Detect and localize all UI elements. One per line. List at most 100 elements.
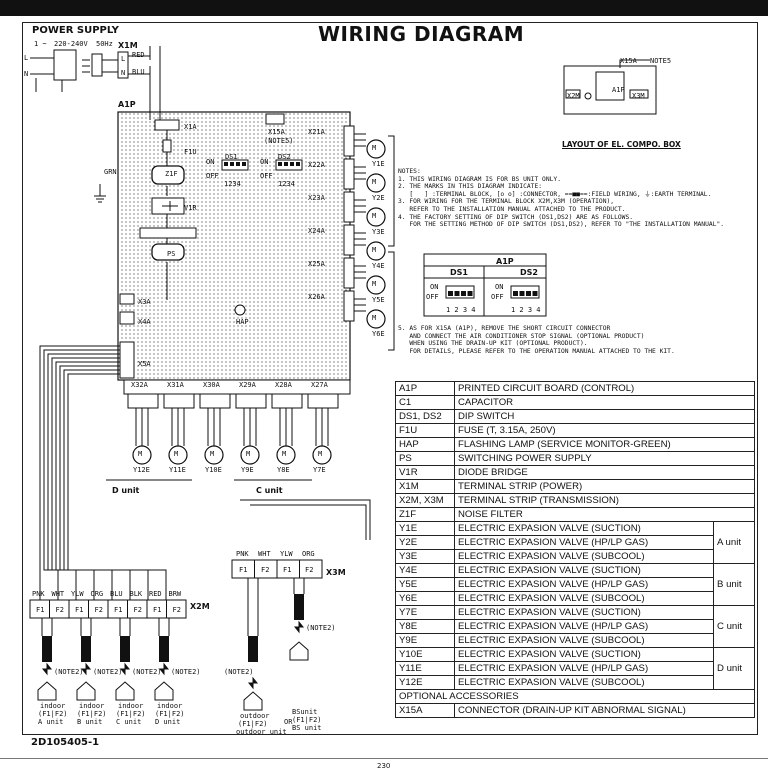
valve-motor-y3e [366,207,386,227]
valve-motor-y12e [132,445,152,465]
x1m-blu: BLU [132,68,145,76]
terminal-f: F1 [283,566,292,574]
x5a-connector [119,341,135,379]
or-label: OR [284,718,293,726]
valve-label-y4e: Y4E [372,262,385,270]
phase-label: 1 ~ [34,40,47,48]
x15a-label: X15A [268,128,285,136]
field-wire [158,618,170,636]
terminal-f: F2 [94,606,103,614]
legend-code: Y4E [395,563,455,578]
motor-m: M [372,144,377,152]
wire-color-wht: WHT [51,590,65,598]
layout-x2m: X2M [567,92,580,100]
legend-desc: ELECTRIC EXPASION VALVE (SUCTION) [454,521,714,536]
legend-desc: DIP SWITCH [454,409,755,424]
valve-label-y10e: Y10E [205,466,222,474]
dip-toggle [461,291,466,296]
legend-code: X1M [395,479,455,494]
terminal-f: F1 [239,566,248,574]
layout-x2m [565,89,581,99]
valve-motor-y6e [366,309,386,329]
indoor-f: (F1|F2) [155,710,185,718]
legend-desc: CAPACITOR [454,395,755,410]
transmission-wire [63,369,149,600]
x3m-wire-org: ORG [302,550,315,558]
valve-label-y6e: Y6E [372,330,385,338]
arrow-down [41,662,53,676]
legend-desc: ELECTRIC EXPASION VALVE (HP/LP GAS) [454,535,714,550]
wire-color-org: ORG [90,590,104,598]
dip-ds2: DS2 [520,268,538,277]
field-wiring-marker [42,636,52,662]
layout-title: LAYOUT OF EL. COMPO. BOX [562,140,681,149]
legend-code: Y10E [395,647,455,662]
legend-desc: ELECTRIC EXPASION VALVE (HP/LP GAS) [454,619,714,634]
dip-table-grid [424,265,546,316]
diode-symbol [162,201,178,211]
legend-unit: D unit [713,647,755,690]
note5-line: FOR DETAILS, PLEASE REFER TO THE OPERATI… [398,347,675,355]
connector-label-x23a: X23A [308,194,325,202]
legend-code: Y11E [395,661,455,676]
note-line: 1. THIS WIRING DIAGRAM IS FOR BS UNIT ON… [398,175,562,183]
legend-desc: FLASHING LAMP (SERVICE MONITOR-GREEN) [454,437,755,452]
terminal-f: F2 [133,606,142,614]
valve-motor-y2e [366,173,386,193]
indoor-unit: C unit [116,718,142,726]
field-wiring-marker [159,636,169,662]
bs-unit-icon [289,641,309,661]
legend-desc: CONNECTOR (DRAIN-UP KIT ABNORMAL SIGNAL) [454,703,755,718]
x1m-red: RED [132,51,145,59]
page-number: 230 [377,762,391,770]
dip-nums-1: 1 2 3 4 [446,306,476,314]
legend-desc: FUSE (T, 3.15A, 250V) [454,423,755,438]
indoor-name: indoor [118,702,144,710]
connector-x28a [271,393,303,409]
valve-label-y9e: Y9E [241,466,254,474]
legend-code: F1U [395,423,455,438]
field-wire [41,618,53,636]
legend-code: PS [395,451,455,466]
dip-switch-ds2 [275,159,303,171]
valve-label-y12e: Y12E [133,466,150,474]
legend-desc: ELECTRIC EXPASION VALVE (SUBCOOL) [454,675,714,690]
legend-desc: ELECTRIC EXPASION VALVE (SUCTION) [454,605,714,620]
ds1-off: OFF [206,172,219,180]
connector-label-x26a: X26A [308,293,325,301]
field-wire-outdoor [247,578,259,636]
ps-label: PS [167,250,176,258]
ds1-nums: 1234 [224,180,241,188]
outdoor-name: outdoor [240,712,270,720]
ds1-on: ON [206,158,215,166]
note5-line: WHEN USING THE DRAIN-UP KIT (OPTIONAL PR… [398,340,588,348]
field-wiring-outdoor [248,636,258,662]
transmission-wire [47,353,120,600]
dip-off-1: OFF [426,293,439,301]
valve-wires [279,408,293,446]
motor-m: M [372,212,377,220]
valve-wires [135,408,149,446]
ds1-toggle [236,162,240,166]
wire-color-red: RED [149,590,162,598]
x4a-connector [119,311,135,325]
layout-x15a: X15A [620,57,637,65]
legend-unit: A unit [713,521,755,564]
layout-box [563,65,657,115]
motor-m: M [318,450,323,458]
legend-desc: DIODE BRIDGE [454,465,755,480]
arrow-down [158,662,170,676]
indoor-f: (F1|F2) [77,710,107,718]
fuse-f1u [162,139,172,153]
connector-label-x25a: X25A [308,260,325,268]
valve-label-y7e: Y7E [313,466,326,474]
v1r-label: V1R [184,204,197,212]
layout-a1p: A1P [612,86,625,94]
doc-number: 2D105405-1 [31,737,100,748]
connector-x31a [163,393,195,409]
